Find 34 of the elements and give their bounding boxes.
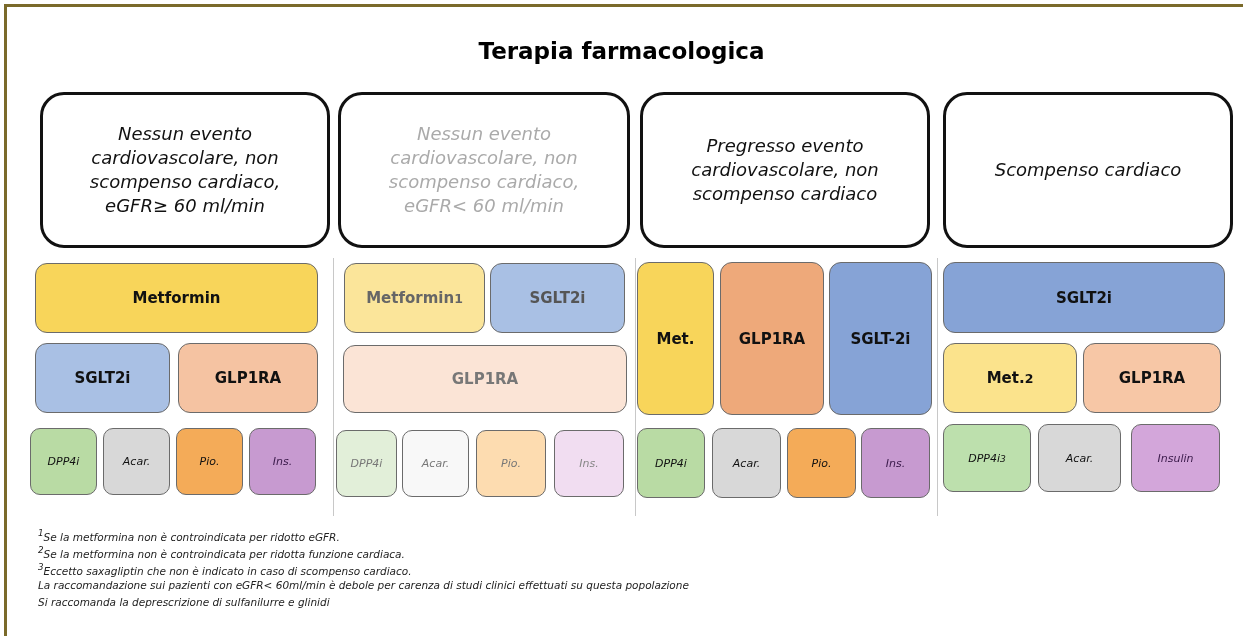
criteria-box: Nessun evento cardiovascolare, non scompenso cardiaco, eGFR≥ 60 ml/min — [40, 92, 330, 248]
drug-class-box: SGLT2i — [35, 343, 170, 413]
title: Terapia farmacologica — [477, 38, 766, 64]
drug-option-box: Pio. — [476, 430, 546, 497]
drug-option-box: Ins. — [554, 430, 624, 497]
footnote: Si raccomanda la deprescrizione di sulfanilurre e glinidi — [38, 596, 330, 608]
drug-option-box: Acar. — [103, 428, 170, 495]
drug-option-box: Acar. — [712, 428, 781, 498]
drug-class-box: SGLT2i — [490, 263, 625, 333]
drug-option-box: Acar. — [402, 430, 469, 497]
drug-option-box: Ins. — [861, 428, 930, 498]
footnote: $^{3}$Eccetto saxagliptin che non è indicato in caso di scompenso cardiaco. — [38, 562, 412, 577]
drug-class-box: GLP1RA — [720, 262, 824, 415]
drug-option-box: Pio. — [787, 428, 856, 498]
footnote: $^{1}$Se la metformina non è controindicata per ridotto eGFR. — [38, 528, 340, 543]
drug-class-box: GLP1RA — [1083, 343, 1221, 413]
drug-option-box: DPP4i — [30, 428, 97, 495]
drug-class-box: Metformin — [35, 263, 318, 333]
drug-option-box: Insulin — [1131, 424, 1220, 492]
drug-option-box: Pio. — [176, 428, 243, 495]
drug-class-box: SGLT2i — [943, 262, 1225, 333]
footnote: La raccomandazione sui pazienti con eGFR< 60ml/min è debole per carenza di studi clinici effettuati su questa popolazione — [38, 579, 689, 591]
drug-class-box: SGLT-2i — [829, 262, 932, 415]
criteria-box: Nessun evento cardiovascolare, non scompenso cardiaco, eGFR< 60 ml/min — [338, 92, 630, 248]
criteria-box: Scompenso cardiaco — [943, 92, 1233, 248]
drug-class-box: Met. — [637, 262, 714, 415]
criteria-box: Pregresso evento cardiovascolare, non scompenso cardiaco — [640, 92, 930, 248]
drug-option-box: Acar. — [1038, 424, 1121, 492]
footnote: $^{2}$Se la metformina non è controindicata per ridotta funzione cardiaca. — [38, 545, 405, 560]
drug-option-box: DPP4i — [336, 430, 397, 497]
drug-option-box: DPP4i — [637, 428, 705, 498]
drug-class-box: GLP1RA — [178, 343, 318, 413]
drug-class-box: GLP1RA — [343, 345, 627, 413]
drug-option-box: Ins. — [249, 428, 316, 495]
